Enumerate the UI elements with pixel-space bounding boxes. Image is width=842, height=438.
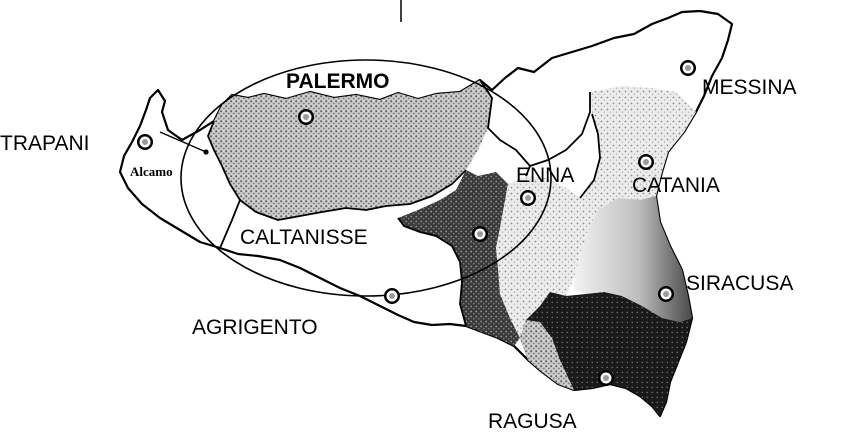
province-palermo-area	[208, 80, 492, 220]
city-marker-icon	[472, 226, 488, 242]
boundary-agrigento-caltanissetta	[397, 217, 467, 327]
highlight-ellipse	[180, 59, 552, 297]
label-alcamo: Alcamo	[130, 164, 173, 179]
province-enna-area	[496, 176, 580, 338]
city-marker-icon	[598, 370, 614, 386]
city-marker-icon	[680, 60, 696, 76]
province-ragusa-shade	[520, 320, 574, 390]
label-agrigento: AGRIGENTO	[192, 316, 318, 339]
label-palermo: PALERMO	[286, 70, 389, 93]
label-caltanissetta: CALTANISSE	[240, 226, 368, 249]
alcamo-dot	[203, 149, 209, 155]
label-enna: ENNA	[516, 164, 574, 187]
boundary-palermo-south	[239, 169, 467, 221]
label-messina: MESSINA	[702, 76, 797, 99]
city-marker-icon	[638, 154, 654, 170]
boundary-trapani-palermo	[207, 120, 241, 249]
boundary-messina-catania	[529, 92, 591, 167]
label-ragusa: RAGUSA	[488, 410, 577, 433]
city-marker-icon	[298, 109, 314, 125]
label-trapani: TRAPANI	[0, 132, 89, 155]
province-catania-area	[550, 86, 696, 296]
label-siracusa: SIRACUSA	[686, 272, 793, 295]
city-marker-icon	[137, 134, 153, 150]
alcamo-pointer-line	[159, 131, 207, 153]
city-marker-icon	[658, 286, 674, 302]
boundary-enna-catania	[579, 113, 601, 199]
city-marker-icon	[520, 190, 536, 206]
city-marker-icon	[384, 288, 400, 304]
label-catania: CATANIA	[632, 174, 720, 197]
